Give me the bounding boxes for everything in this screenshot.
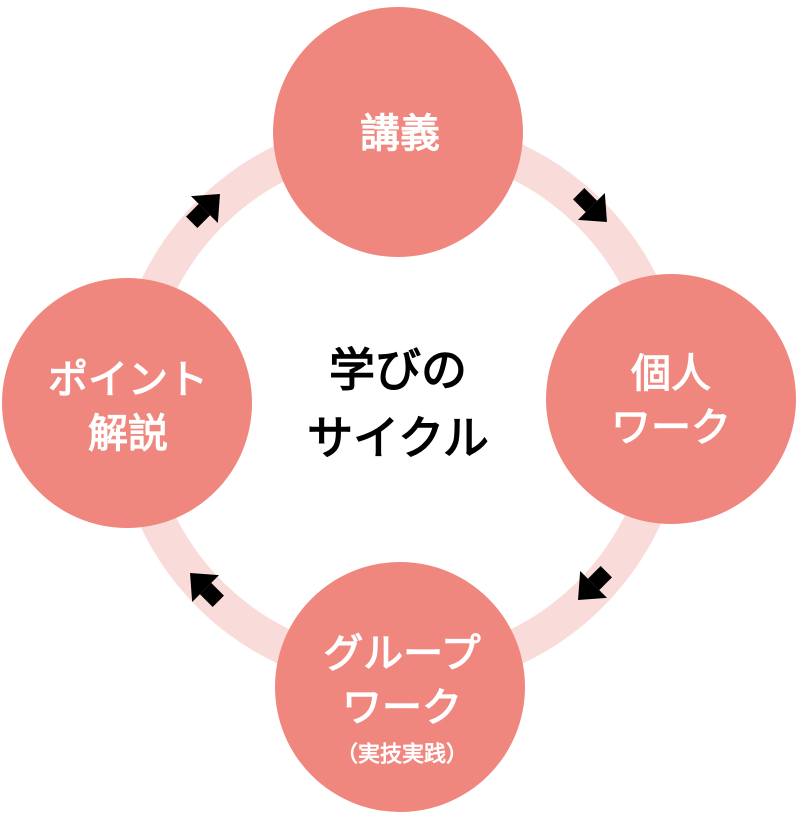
- node-group-work-label-2: ワーク: [342, 685, 462, 731]
- node-lecture: 講義: [273, 7, 523, 257]
- node-point-explanation-label-1: ポイント: [48, 357, 208, 403]
- arrow-right-to-bottom: [578, 566, 612, 600]
- center-title-line-1: 学びの: [329, 343, 467, 397]
- node-group-work: グループ ワーク （実技実践）: [275, 562, 525, 812]
- node-point-explanation: ポイント 解説: [2, 278, 252, 528]
- node-individual-work-label-2: ワーク: [611, 405, 731, 451]
- node-individual-work-label-1: 個人: [630, 351, 711, 397]
- arrow-bottom-to-left: [190, 573, 224, 607]
- node-point-explanation-label-2: 解説: [88, 411, 168, 457]
- node-group-work-label-3: （実技実践）: [336, 742, 468, 768]
- node-group-work-label-1: グループ: [323, 631, 481, 677]
- center-title-line-2: サイクル: [307, 411, 489, 465]
- arrow-top-to-right: [573, 188, 607, 222]
- arrow-left-to-top: [186, 194, 220, 228]
- node-lecture-label: 講義: [360, 111, 440, 157]
- node-individual-work: 個人 ワーク: [546, 274, 796, 524]
